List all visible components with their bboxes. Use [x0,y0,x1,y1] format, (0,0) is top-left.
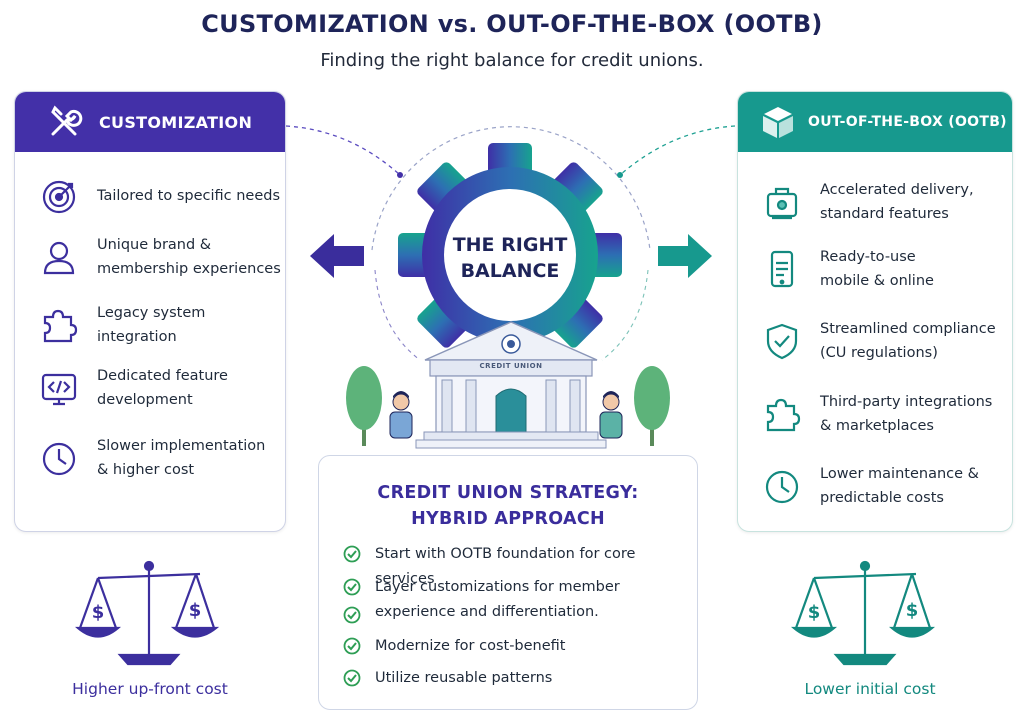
list-item: Accelerated delivery, standard features [762,178,974,226]
list-item: Lower maintenance & predictable costs [762,462,979,510]
list-item: Ready-to-use mobile & online [762,245,934,293]
gear-label: THE RIGHT BALANCE [452,234,568,282]
scale-left-icon [75,560,220,666]
arrow-right-icon [658,234,712,278]
ootb-panel-header: OUT-OF-THE-BOX (OOTB) [738,92,1012,152]
code-icon [41,373,77,406]
list-item: Slower implementation & higher cost [39,434,265,482]
list-item-text: Tailored to specific needs [97,188,280,204]
page-subtitle: Finding the right balance for credit uni… [320,50,704,71]
tree-right-icon [634,366,670,446]
list-item-text: Accelerated delivery, standard features [820,182,974,222]
ootb-panel: OUT-OF-THE-BOX (OOTB) Accelerated delive… [737,91,1013,532]
strategy-item: Utilize reusable patterns [343,666,552,691]
dashed-arc-top [371,126,651,251]
dashed-connector-right [619,125,736,176]
list-item-text: Third-party integrations & marketplaces [820,394,993,434]
dashed-connector-left [285,125,401,176]
list-item: Third-party integrations & marketplaces [762,390,992,438]
strategy-item-text: Utilize reusable patterns [375,670,553,686]
person-icon [43,241,75,275]
list-item-text: Dedicated feature development [97,368,228,408]
scale-left-caption: Higher up-front cost [72,680,228,698]
scale-right-caption: Lower initial cost [804,680,936,698]
target-icon [42,180,76,214]
list-item: Legacy system integration [39,301,205,349]
puzzle-icon [43,309,78,343]
strategy-panel: CREDIT UNION STRATEGY: HYBRID APPROACH S… [318,455,698,710]
customization-panel-header: CUSTOMIZATION [15,92,285,152]
list-item: Dedicated feature development [39,364,228,412]
strategy-item-text: Layer customizations for member experien… [375,579,620,620]
customization-panel: CUSTOMIZATION Tailored to specific needs… [14,91,286,532]
delivery-icon [766,187,798,220]
list-item-text: Legacy system integration [97,305,206,345]
scale-right-icon [791,560,935,666]
puzzle-icon [766,398,801,432]
tree-left-icon [346,366,382,446]
list-item-text: Lower maintenance & predictable costs [820,466,979,506]
strategy-item: Modernize for cost-benefit [343,634,566,659]
connector-dot [397,172,403,178]
shield-check-icon [766,323,798,360]
clock-icon [42,442,76,476]
strategy-item-text: Modernize for cost-benefit [375,638,566,654]
check-circle-icon [343,578,361,596]
person-right-icon [599,391,623,439]
strategy-item: Start with OOTB foundation for core serv… [343,542,697,592]
strategy-title: CREDIT UNION STRATEGY: HYBRID APPROACH [377,483,639,529]
dashed-arc-left [374,269,421,361]
box-icon [763,107,793,138]
mobile-icon [770,250,794,288]
scale-left-symbol: $ [92,602,105,623]
list-item-text: Streamlined compliance (CU regulations) [820,321,996,361]
list-item: Tailored to specific needs [39,176,280,216]
check-circle-icon [343,606,361,624]
bank-sign: CREDIT UNION [479,362,543,370]
customization-panel-title: CUSTOMIZATION [99,112,253,132]
arrow-left-icon [310,234,364,278]
strategy-item: Layer customizations for member experien… [343,575,620,625]
page-title: CUSTOMIZATION vs. OUT-OF-THE-BOX (OOTB) [201,10,823,38]
strategy-item-text: Start with OOTB foundation for core serv… [375,546,636,587]
tools-icon [51,105,83,136]
check-circle-icon [343,545,361,563]
scale-right-symbol: $ [808,602,821,623]
person-left-icon [389,391,413,439]
bank-building-icon [415,321,607,449]
scale-right-symbol: $ [906,600,919,621]
ootb-panel-title: OUT-OF-THE-BOX (OOTB) [808,114,1007,130]
scale-left-symbol: $ [189,600,202,621]
clock-icon [765,470,799,504]
check-column [343,575,361,624]
dashed-arc-right [601,269,649,361]
list-item-text: Slower implementation & higher cost [97,438,266,478]
gear-icon [398,143,622,367]
list-item-text: Ready-to-use mobile & online [820,249,934,289]
connector-dot [617,172,623,178]
list-item: Unique brand & membership experiences [39,233,281,281]
check-circle-icon [343,669,361,687]
list-item: Streamlined compliance (CU regulations) [762,317,996,365]
check-circle-icon [343,637,361,655]
list-item-text: Unique brand & membership experiences [97,237,281,277]
